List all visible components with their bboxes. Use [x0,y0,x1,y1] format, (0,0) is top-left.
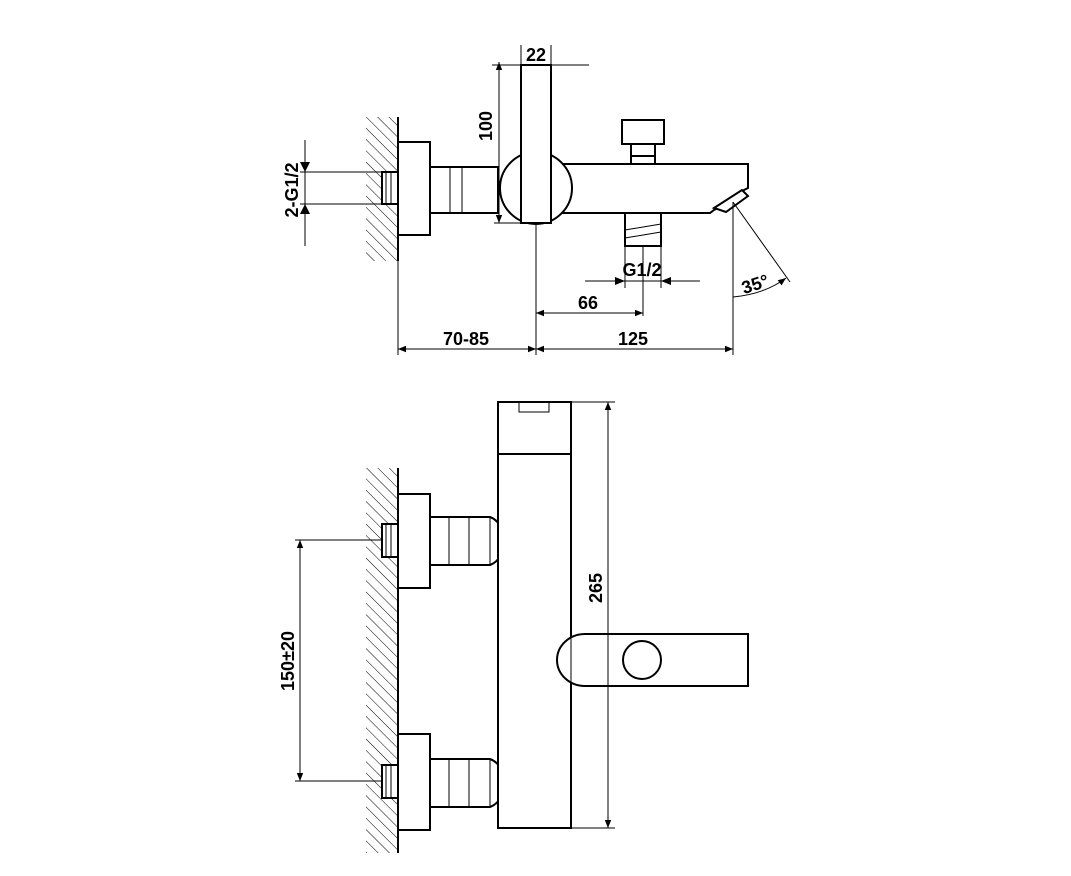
upper-inlet-thread [381,523,399,558]
dim-lever-height: 100 [476,111,496,141]
dim-outlet-thread: G1/2 [622,260,661,280]
spout-outlet [711,188,750,214]
dim-inlet-thread: 2-G1/2 [282,162,302,217]
dim-outlet-offset: 66 [578,293,598,313]
dim-spout-angle: 35° [739,271,771,298]
lever-cap-front [497,401,572,455]
upper-escutcheon [397,493,431,589]
inlet-thread [381,171,399,205]
dim-spout-reach: 125 [618,329,648,349]
lower-connector [429,758,506,808]
upper-inlet [381,493,506,589]
eccentric-connector [429,166,499,214]
top-view: 22 100 2-G1/2 G1/2 66 70-85 125 [282,45,791,355]
lever-handle [520,64,552,224]
escutcheon-flange-top [397,141,431,236]
front-view: 150±20 265 [278,401,749,853]
upper-connector [429,516,506,566]
dim-wall-distance: 70-85 [443,329,489,349]
lower-inlet [381,733,506,831]
diverter-knob-front [622,640,662,680]
dim-inlet-spacing: 150±20 [278,631,298,691]
diverter-knob [621,119,665,145]
dim-spout-width: 22 [526,45,546,65]
lower-inlet-thread [381,764,399,799]
thermostat-body-front [497,453,572,829]
lower-escutcheon [397,733,431,831]
dim-total-height: 265 [586,573,606,603]
